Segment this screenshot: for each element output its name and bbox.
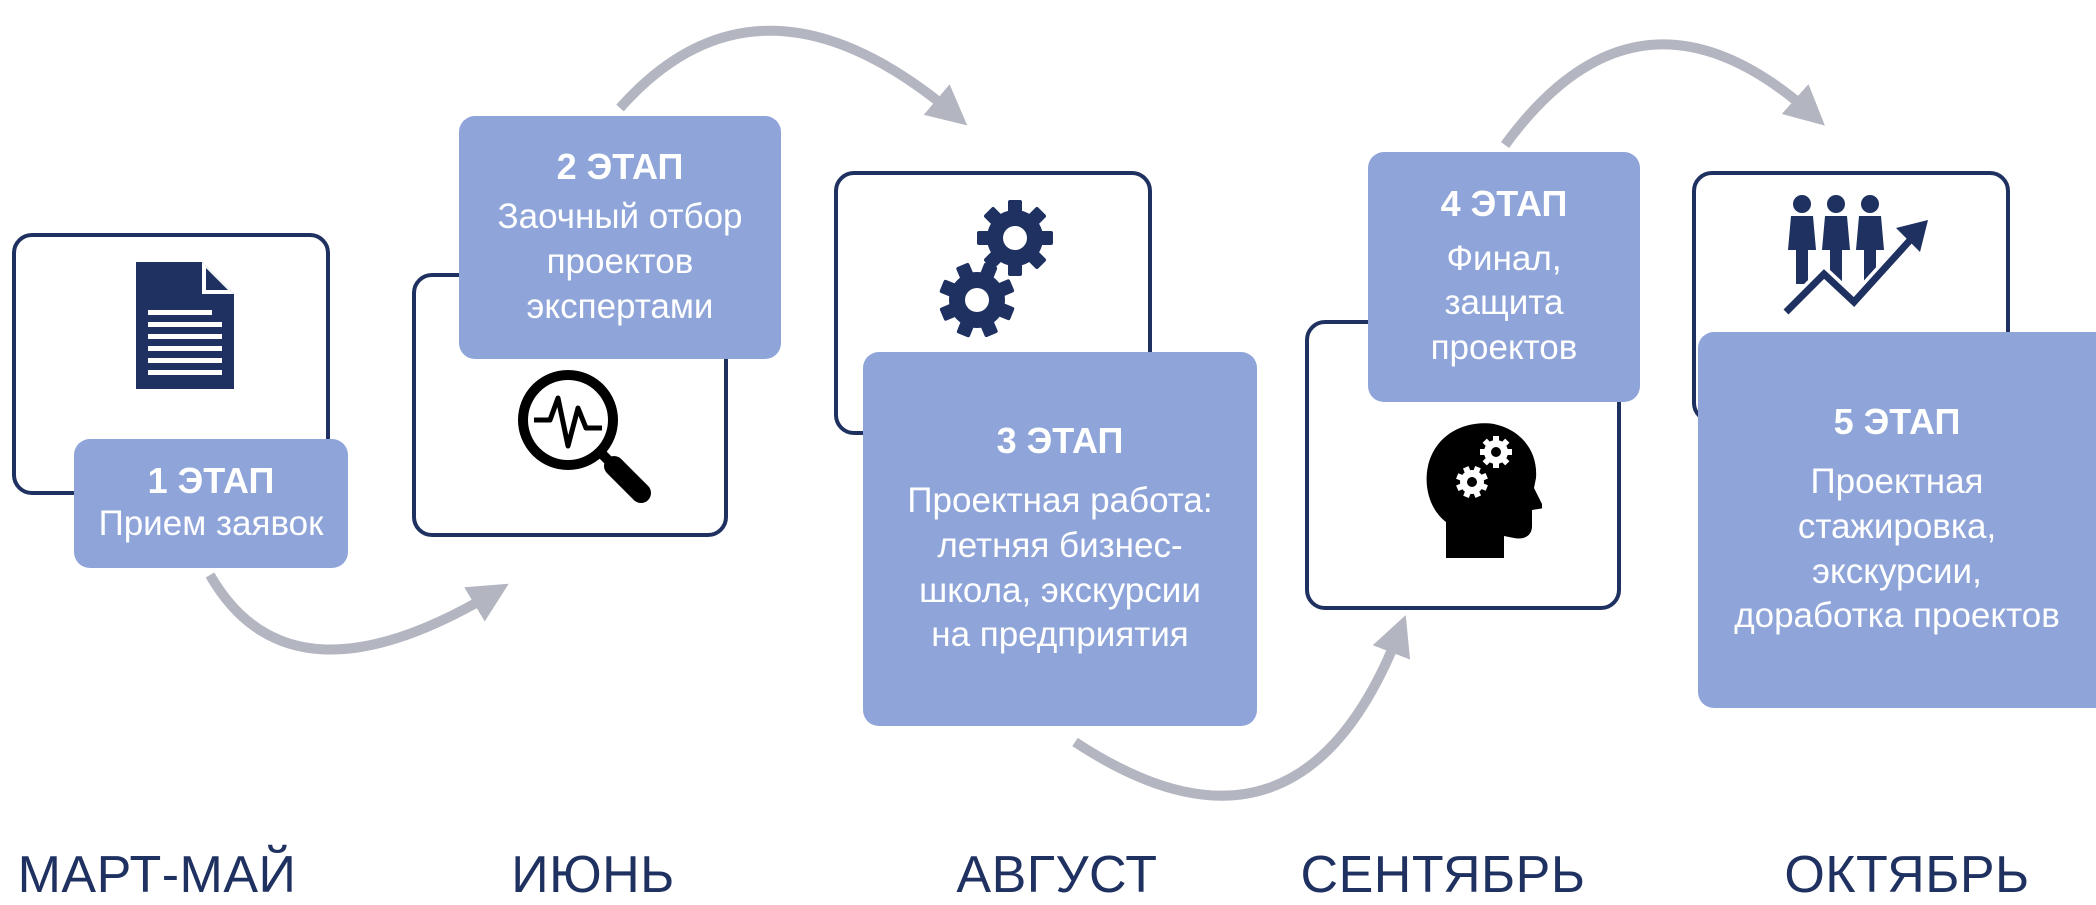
stage-5-desc: Проектная стажировка, экскурсии, доработ… — [1734, 460, 2060, 639]
stage-3-desc: Проектная работа: летняя бизнес- школа, … — [907, 479, 1212, 658]
stage-5-desc-line: доработка проектов — [1734, 596, 2060, 636]
stage-2-label: 2 ЭТАП Заочный отбор проектов экспертами — [459, 116, 781, 359]
stage-1-desc: Прием заявок — [99, 502, 324, 547]
stage-3-label: 3 ЭТАП Проектная работа: летняя бизнес- … — [863, 352, 1257, 726]
stage-1-desc-line: Прием заявок — [98, 503, 324, 543]
stage-2-desc-line: экспертами — [526, 286, 714, 326]
arrow-1-to-2 — [205, 572, 509, 655]
stage-4-label: 4 ЭТАП Финал, защита проектов — [1368, 152, 1640, 402]
stage-2-desc-line: проектов — [546, 241, 694, 281]
stage-2-title: 2 ЭТАП — [556, 145, 684, 187]
stage-1-title: 1 ЭТАП — [147, 460, 275, 502]
document-icon — [136, 262, 234, 389]
stage-5-label: 5 ЭТАП Проектная стажировка, экскурсии, … — [1698, 332, 2096, 708]
gears-icon — [939, 200, 1053, 338]
stage-4-desc: Финал, защита проектов — [1431, 237, 1578, 371]
arrow-3-to-4 — [1072, 615, 1411, 801]
stage-3-desc-line: летняя бизнес- — [937, 525, 1183, 565]
stage-3-desc-line: Проектная работа: — [907, 481, 1213, 521]
stage-1-label: 1 ЭТАП Прием заявок — [74, 439, 348, 568]
stage-5-desc-line: Проектная — [1810, 462, 1984, 502]
stage-4-title: 4 ЭТАП — [1440, 183, 1568, 225]
stage-4-desc-line: Финал, — [1446, 238, 1562, 278]
stage-4-desc-line: проектов — [1430, 328, 1578, 368]
month-stage-1: МАРТ-МАЙ — [17, 846, 297, 904]
stage-5-title: 5 ЭТАП — [1833, 400, 1961, 442]
stage-3-desc-line: школа, экскурсии — [919, 570, 1201, 610]
magnifier-pulse-icon — [518, 370, 651, 503]
month-stage-2: ИЮНЬ — [511, 846, 675, 904]
month-stage-5: ОКТЯБРЬ — [1784, 846, 2030, 904]
month-stage-3: АВГУСТ — [956, 846, 1158, 904]
stage-2-desc: Заочный отбор проектов экспертами — [498, 195, 743, 329]
stage-3-title: 3 ЭТАП — [996, 419, 1124, 461]
stage-4-desc-line: защита — [1444, 283, 1564, 323]
people-growth-icon — [1781, 195, 1928, 317]
stage-5-desc-line: экскурсии, — [1812, 551, 1982, 591]
stage-2-desc-line: Заочный отбор — [497, 197, 743, 236]
month-stage-4: СЕНТЯБРЬ — [1300, 846, 1586, 904]
arrow-2-to-3 — [616, 25, 968, 126]
head-gears-icon — [1426, 423, 1542, 558]
stage-5-desc-line: стажировка, — [1797, 506, 1997, 546]
stage-3-desc-line: на предприятия — [931, 615, 1189, 655]
arrow-4-to-5 — [1500, 39, 1825, 148]
